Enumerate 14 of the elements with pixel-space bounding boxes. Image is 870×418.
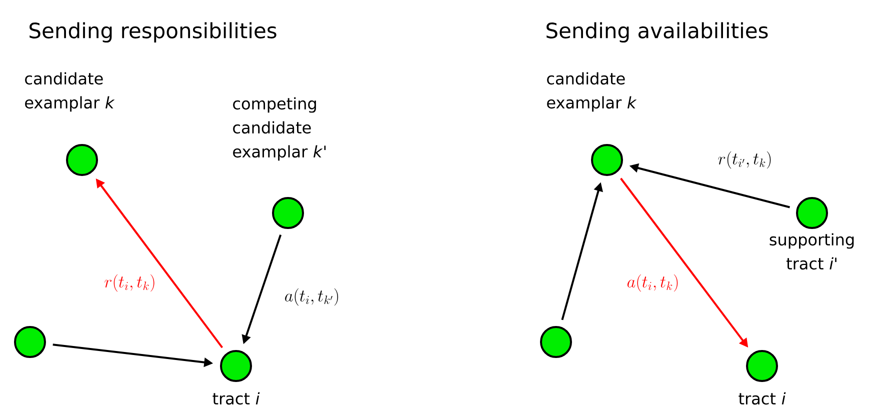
- edge-label: $a(t_i,t_{k'})$: [283, 287, 341, 307]
- circle-node: [14, 326, 46, 358]
- panel-title: Sending responsibilities: [30, 22, 276, 43]
- panel-title: Sending availabilities: [546, 22, 768, 43]
- edge-label: $a(t_i,t_k)$: [626, 273, 680, 293]
- node-caption: candidate examplar k: [25, 72, 115, 112]
- edge-label: $r(t_i,t_k)$: [103, 273, 157, 293]
- edge-label: $r(t_{i'},t_k)$: [716, 150, 774, 170]
- node-caption: tract i: [738, 392, 786, 405]
- node-caption: competing candidate examplar k': [233, 97, 326, 161]
- node-caption: tract i: [212, 392, 260, 405]
- circle-node: [540, 326, 572, 358]
- node-caption: supporting tract i': [770, 233, 854, 270]
- node-caption: candidate examplar k: [547, 72, 637, 112]
